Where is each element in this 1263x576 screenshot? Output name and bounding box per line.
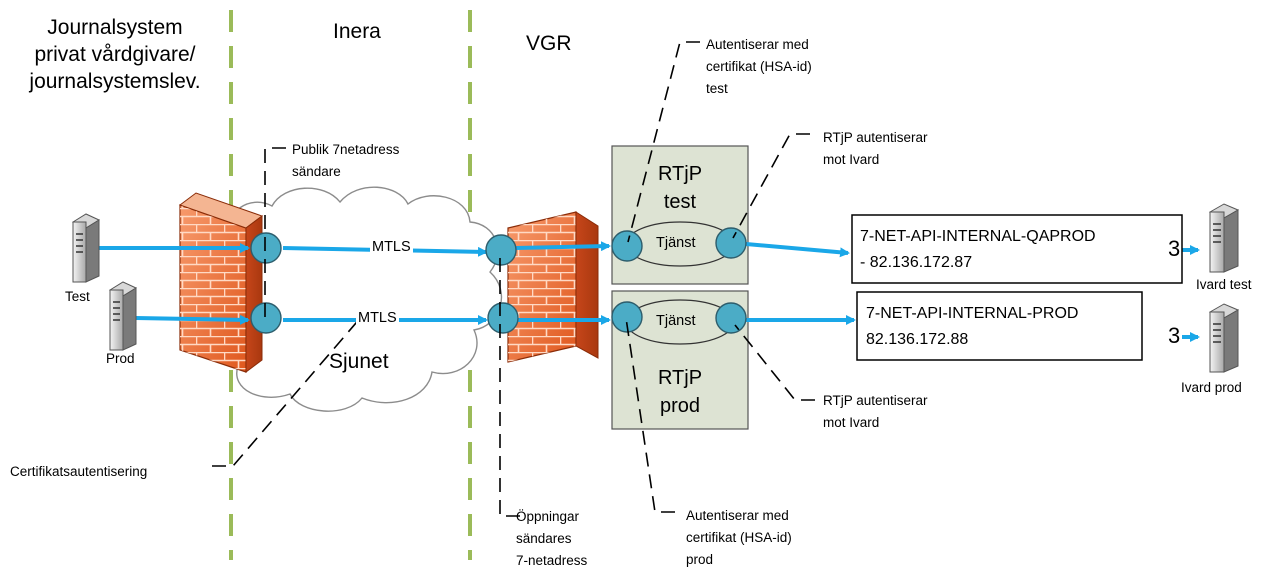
callout-publik-line-2: sändare [292,164,341,179]
callout-line-openings [499,252,520,517]
callout-rtjp-top-line-1: RTjP autentiserar [823,130,928,145]
rtjp-prod-line-1: RTjP [657,367,703,389]
rtjp-test-line-2: test [663,191,697,213]
arrow-test-endpoint [745,242,850,258]
callout-auth-prod-line-2: certifikat (HSA-id) [686,530,792,545]
callout-rtjp-bottom-line-2: mot Ivard [823,415,880,430]
column-journal-title: Journalsystem privat vårdgivare/ journal… [4,14,226,95]
node-fw-right-prod [487,302,519,334]
endpoint-qaprod-name: 7-NET-API-INTERNAL-QAPROD [860,228,1096,245]
rtjp-test-line-1: RTjP [657,163,703,185]
callout-line-auth-test [627,41,700,243]
server-ivard-prod-icon [1208,303,1240,373]
server-ivard-prod-label: Ivard prod [1181,380,1242,395]
callout-openings-line-1: Öppningar [516,509,580,524]
callout-openings-line-3: 7-netadress [516,553,588,568]
callout-auth-test-line-3: test [706,81,728,96]
callout-rtjp-auth-bottom: RTjP autentiserar mot Ivard [823,390,928,434]
callout-line-rtjp-bottom [734,324,815,401]
callout-auth-test: Autentiserar med certifikat (HSA-id) tes… [706,34,812,100]
server-test-icon [71,213,101,283]
node-fw-left-test [250,232,282,264]
callout-publik-line-1: Publik 7netadress [292,142,400,157]
rtjp-test-title: RTjP test [612,160,748,216]
node-fw-right-test [485,234,517,266]
firewall-left [178,192,264,373]
callout-line-rtjp-top [732,133,810,239]
sjunet-label: Sjunet [329,350,389,373]
server-prod-label: Prod [106,351,135,366]
callout-openings-line-2: sändares [516,531,572,546]
endpoint-prod-text: 7-NET-API-INTERNAL-PROD 82.136.172.88 [866,301,1078,353]
callout-auth-prod: Autentiserar med certifikat (HSA-id) pro… [686,505,792,571]
callout-line-cert [212,315,363,467]
node-rtjp-out-prod [715,302,747,334]
rtjp-prod-title: RTjP prod [612,364,748,420]
node-fw-left-prod [250,302,282,334]
callout-openings: Öppningar sändares 7-netadress [516,506,587,572]
column-inera-title: Inera [333,20,381,43]
service-label-test: Tjänst [656,235,696,251]
journal-title-line-2: privat vårdgivare/ [34,43,196,66]
column-vgr-title: VGR [526,32,572,55]
node-rtjp-in-prod [611,301,643,333]
callout-rtjp-auth-top: RTjP autentiserar mot Ivard [823,127,928,171]
service-label-prod: Tjänst [656,313,696,329]
callout-auth-prod-line-1: Autentiserar med [686,508,789,523]
server-prod-icon [108,281,138,351]
node-rtjp-in-test [611,230,643,262]
server-ivard-test-label: Ivard test [1196,277,1252,292]
callout-rtjp-bottom-line-1: RTjP autentiserar [823,393,928,408]
endpoint-qaprod-text: 7-NET-API-INTERNAL-QAPROD - 82.136.172.8… [860,224,1096,276]
arrow-prod-fw [135,314,250,325]
journal-title-line-1: Journalsystem [47,16,183,39]
node-rtjp-out-test [715,227,747,259]
firewall-right [507,211,599,363]
arrow-test-rtjp [515,241,611,252]
marker-three-test: 3 [1168,236,1181,261]
callout-auth-prod-line-3: prod [686,552,714,567]
endpoint-qaprod-ip: - 82.136.172.87 [860,254,973,271]
callout-publik-adress: Publik 7netadress sändare [292,139,399,183]
server-ivard-test-icon [1208,203,1240,273]
endpoint-prod-ip: 82.136.172.88 [866,331,969,348]
mtls-label-bottom: MTLS [356,310,399,326]
marker-three-prod: 3 [1168,323,1181,348]
mtls-label-top: MTLS [370,239,413,255]
callout-rtjp-top-line-2: mot Ivard [823,152,880,167]
callout-line-auth-prod [625,317,675,513]
callout-line-publik [264,147,286,322]
rtjp-prod-line-2: prod [659,395,701,417]
endpoint-prod-name: 7-NET-API-INTERNAL-PROD [866,305,1079,322]
endpoint-qaprod-box [851,214,1183,284]
callout-auth-test-line-1: Autentiserar med [706,37,809,52]
journal-title-line-3: journalsystemslev. [29,70,201,93]
server-test-label: Test [65,289,90,304]
endpoint-prod-box [856,291,1143,361]
callout-auth-test-line-2: certifikat (HSA-id) [706,59,812,74]
callout-cert-auth: Certifikatsautentisering [10,464,148,479]
